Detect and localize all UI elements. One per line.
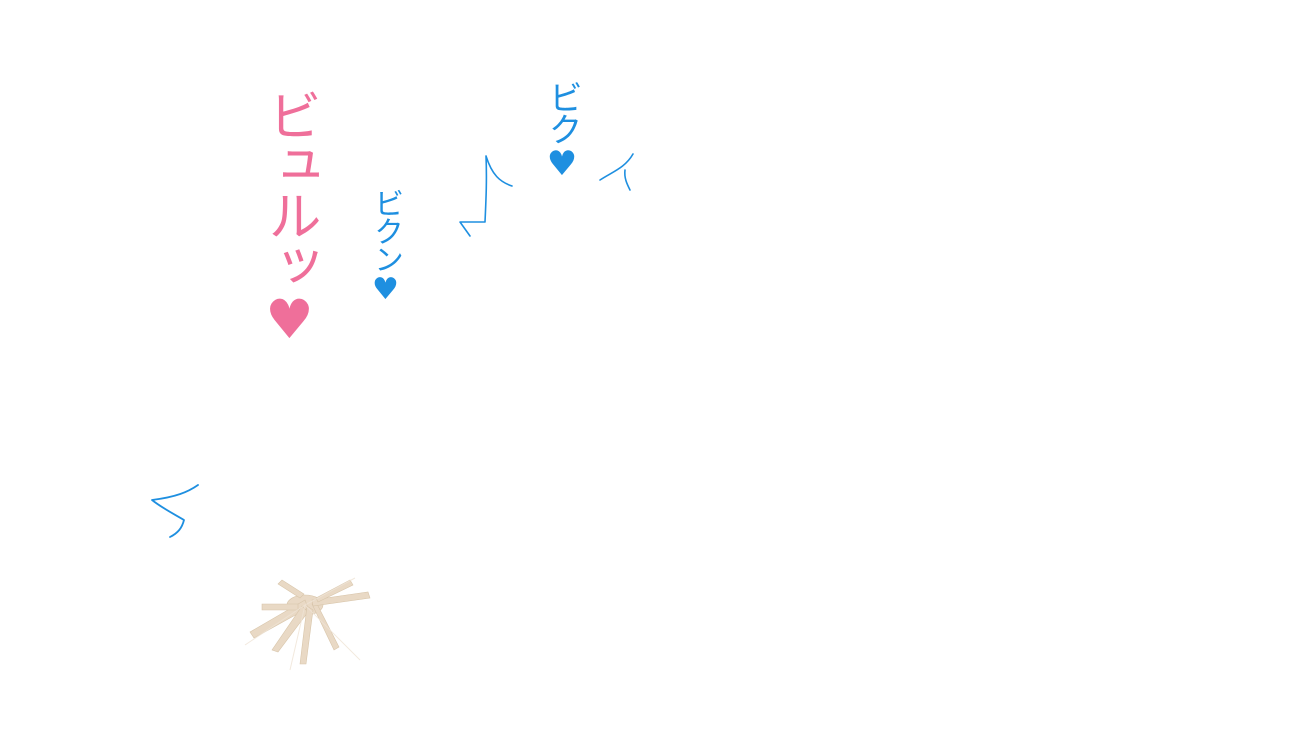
sfx-bikun: ビクン♥ — [368, 188, 403, 305]
splash-spray — [244, 577, 361, 671]
sfx-biku: ビク♥ — [542, 80, 582, 182]
twitch-mark-icon — [599, 153, 634, 191]
twitch-mark-icon — [459, 155, 513, 237]
twitch-mark-icon — [151, 484, 199, 538]
sfx-byurutt: ビュルッ♥ — [258, 88, 321, 347]
